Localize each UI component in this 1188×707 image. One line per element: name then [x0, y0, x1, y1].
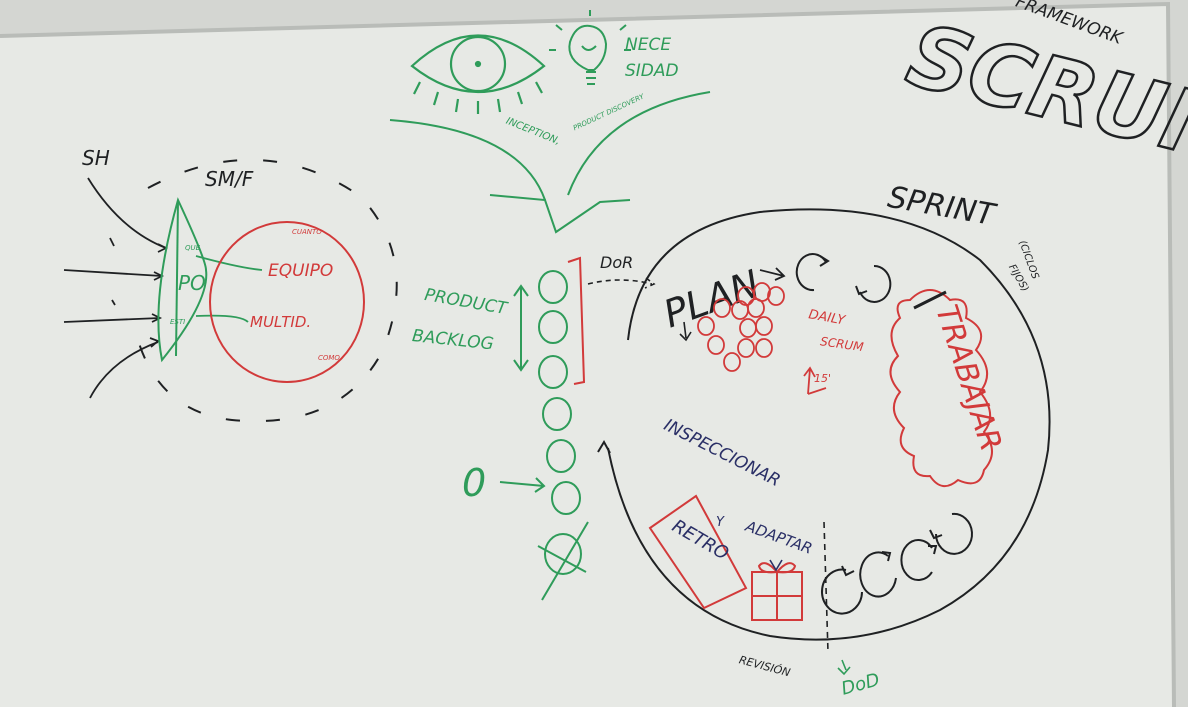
retro-box [648, 494, 748, 610]
nece-label: NECE [625, 35, 671, 55]
increment-gift-icon [751, 562, 803, 621]
esti-label: ESTI [170, 318, 185, 326]
sprint-circle [607, 208, 1051, 641]
priority-arrow [513, 284, 529, 372]
daily-scrum-label: SCRUM [819, 334, 865, 354]
backlog-item [538, 310, 568, 344]
sprint-backlog-item [767, 286, 785, 306]
zero-label: 0 [462, 461, 486, 505]
inception-funnel-arrow [389, 91, 711, 234]
adaptar-arrow [769, 559, 783, 572]
dor-bracket [567, 256, 586, 385]
backlog-items [538, 270, 581, 515]
daily-label: DAILY [807, 307, 847, 328]
smf-label: SM/F [205, 167, 254, 191]
marker-stroke [913, 290, 947, 310]
dor-arrow [587, 277, 656, 289]
plan-arrow [759, 267, 786, 281]
lightbulb-icon [549, 10, 631, 85]
sprint-backlog-item [755, 338, 773, 358]
backlog-item [542, 397, 572, 431]
que-label: QUE [185, 244, 201, 252]
backlog-item [551, 481, 581, 515]
timebox-icon [803, 366, 827, 395]
y-label: Y [716, 515, 725, 530]
eye-icon [410, 34, 546, 114]
sprint-backlog-item [737, 338, 755, 358]
po-funnel [157, 197, 208, 363]
backlog-item [538, 355, 568, 389]
sprint-backlog-item [723, 352, 741, 372]
cuanto-label: CUANTO [292, 228, 322, 236]
sprint-arrowhead [597, 439, 611, 454]
como-label: COMO [318, 354, 340, 362]
sprint-backlog-item [747, 298, 765, 318]
timebox-label: 15' [814, 372, 831, 385]
crossed-backlog-item [537, 521, 589, 601]
sprint-backlog-item [697, 316, 715, 336]
sprint-cycle-icons [795, 253, 973, 615]
equipo-label: EQUIPO [268, 261, 333, 281]
trabajar-cloud [889, 289, 993, 487]
team-circle [209, 221, 365, 383]
plan-down-arrow [679, 321, 692, 342]
po-team-links [195, 255, 263, 323]
sprint-backlog-item [713, 298, 731, 318]
dor-label: DoR [600, 253, 633, 272]
backlog-item [546, 439, 576, 473]
sprint-backlog-item [755, 316, 773, 336]
sidad-label: SIDAD [625, 61, 679, 81]
po-label: PO [178, 271, 206, 295]
sprint-backlog-item [707, 335, 725, 355]
sprint-backlog-items [697, 282, 785, 372]
backlog-item [538, 270, 568, 304]
sh-label: SH [82, 146, 110, 170]
zero-arrow [499, 477, 546, 493]
board-surface [0, 4, 1174, 707]
multid-label: MULTID. [250, 313, 311, 331]
dod-arrow [837, 659, 851, 676]
